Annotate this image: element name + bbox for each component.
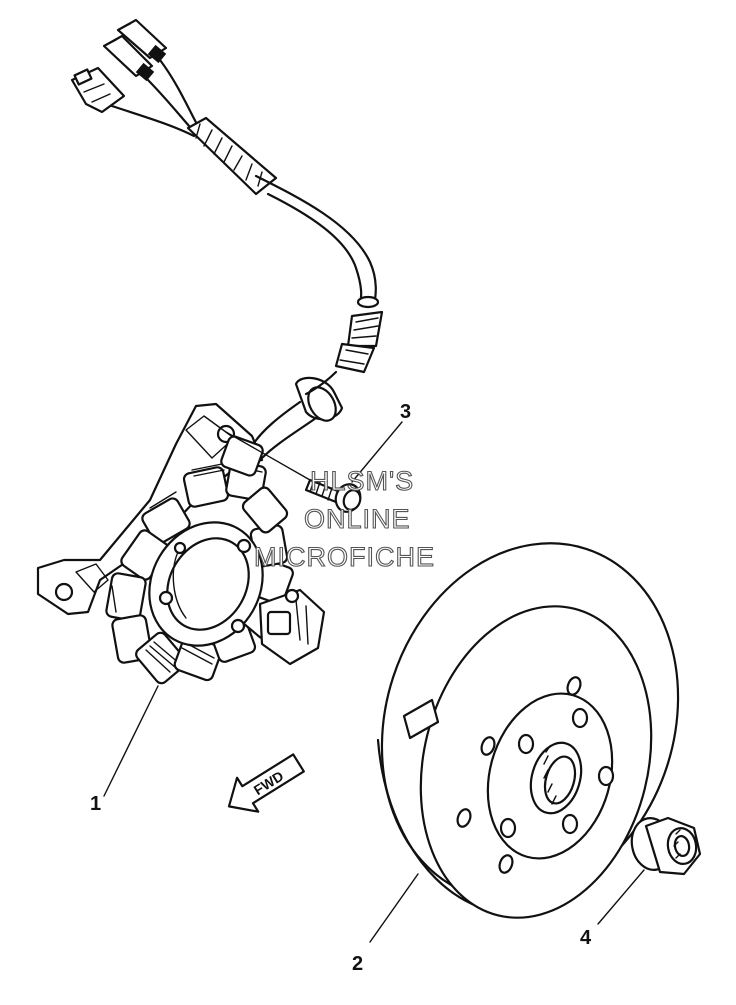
leader-line-3 bbox=[351, 421, 403, 483]
harness-grommet bbox=[294, 376, 344, 422]
watermark: HLSM'S ONLINE MICROFICHE bbox=[253, 465, 435, 572]
harness-connector-middle bbox=[102, 34, 155, 82]
stator-assembly bbox=[36, 402, 326, 685]
flange-nut bbox=[630, 816, 702, 876]
leader-line-3b bbox=[225, 431, 311, 481]
stator-coils bbox=[105, 435, 294, 685]
callout-4: 4 bbox=[580, 927, 592, 949]
leader-line-1 bbox=[103, 685, 159, 797]
leader-line-2 bbox=[369, 873, 419, 943]
wire-harness bbox=[70, 18, 384, 460]
watermark-line-1: HLSM'S bbox=[310, 466, 414, 496]
watermark-line-2: ONLINE bbox=[304, 504, 411, 534]
leader-lines bbox=[103, 421, 645, 943]
flywheel-rotor bbox=[376, 542, 680, 919]
callout-2: 2 bbox=[352, 953, 363, 975]
fwd-arrow: FWD bbox=[227, 753, 305, 813]
callouts: 1 2 3 4 bbox=[90, 401, 592, 975]
screw bbox=[304, 478, 362, 513]
leader-line-4 bbox=[597, 869, 645, 925]
pickup-coil bbox=[258, 588, 326, 666]
harness-connector-coupler bbox=[70, 66, 126, 114]
watermark-line-3: MICROFICHE bbox=[254, 542, 435, 572]
harness-connector-top bbox=[116, 18, 168, 64]
callout-1: 1 bbox=[90, 793, 101, 815]
callout-3: 3 bbox=[400, 401, 411, 423]
